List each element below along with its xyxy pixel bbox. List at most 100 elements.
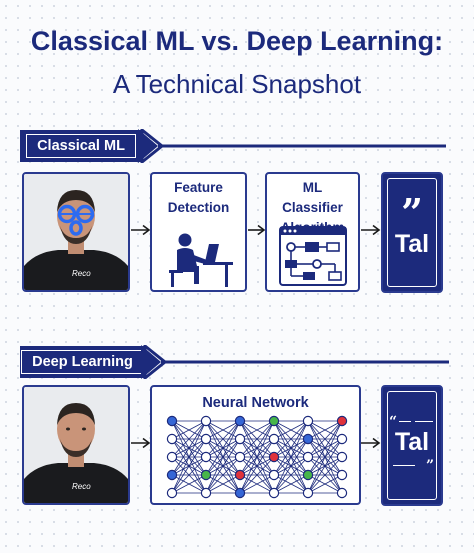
quote-icon: ” [401, 190, 423, 235]
network-node [200, 451, 212, 463]
page-subtitle: A Technical Snapshot [112, 69, 362, 99]
network-edge [205, 420, 241, 476]
network-node [268, 469, 280, 481]
deep-output-name: Tal [394, 428, 430, 456]
network-node [336, 469, 348, 481]
network-node [166, 433, 178, 445]
network-edge [205, 438, 241, 494]
face-landmark-icon [57, 204, 95, 236]
neural-network-label: Neural Network [202, 395, 309, 411]
network-node [166, 415, 178, 427]
network-node [166, 469, 178, 481]
person-portrait-image: Reco [24, 387, 128, 503]
arrow-photo-to-feature [131, 224, 151, 236]
network-edge [307, 420, 343, 476]
feature-detection-box: Feature Detection [150, 172, 247, 292]
arrow-network-to-output [361, 437, 381, 449]
network-edge [273, 420, 309, 476]
neural-network-graph [166, 415, 348, 499]
network-edge [171, 474, 207, 494]
classical-output-name: Tal [394, 230, 430, 258]
classical-ml-section-label: Classical ML [26, 134, 136, 158]
network-node [268, 487, 280, 499]
quote-line-right [415, 421, 433, 422]
network-edge [307, 420, 343, 458]
network-node [302, 415, 314, 427]
close-quote-icon: ” [425, 458, 434, 474]
network-node [200, 487, 212, 499]
network-edge [205, 420, 241, 458]
network-edge [307, 474, 343, 494]
network-node [234, 469, 246, 481]
network-edge [205, 420, 241, 494]
network-node [336, 487, 348, 499]
network-edge [239, 420, 275, 476]
network-edge [273, 474, 309, 494]
network-edge [273, 420, 309, 458]
network-node [234, 451, 246, 463]
network-edge [239, 456, 275, 494]
network-node [166, 487, 178, 499]
ml-classifier-box: ML Classifier Algorithm [265, 172, 360, 292]
network-node [234, 433, 246, 445]
person-portrait-image: Reco [24, 174, 128, 290]
deep-output-frame [387, 391, 437, 500]
classical-output-frame [387, 178, 437, 287]
network-node [268, 433, 280, 445]
arrow-classifier-to-output [361, 224, 381, 236]
network-edge [171, 420, 207, 494]
network-edge [171, 420, 207, 440]
network-edge [239, 420, 275, 440]
shirt-logo-text: Reco [72, 269, 91, 278]
classical-ml-section-arrow [138, 129, 446, 163]
shirt-logo-text: Reco [72, 482, 91, 491]
network-node [302, 469, 314, 481]
network-node [268, 415, 280, 427]
network-edge [273, 438, 309, 494]
deep-learning-section-label: Deep Learning [21, 350, 144, 374]
network-edge [171, 420, 207, 458]
neural-network-box: Neural Network [150, 385, 361, 505]
network-edge [171, 420, 207, 476]
network-node [302, 451, 314, 463]
deep-output-card: “ Tal ” [381, 385, 443, 506]
network-edge [205, 456, 241, 494]
flowchart-icon [279, 226, 347, 286]
network-node [302, 433, 314, 445]
arrow-photo-to-network [131, 437, 151, 449]
page-title: Classical ML vs. Deep Learning: [30, 26, 444, 56]
network-edge [273, 420, 309, 494]
quote-line-bottom [393, 465, 415, 466]
network-edge [205, 420, 241, 440]
network-node [336, 451, 348, 463]
arrow-feature-to-classifier [248, 224, 266, 236]
feature-detection-label: Feature Detection [167, 180, 230, 215]
network-node [200, 469, 212, 481]
network-edge [307, 420, 343, 494]
network-edge [239, 438, 275, 494]
network-edge [273, 420, 309, 440]
network-node [302, 487, 314, 499]
network-edge [239, 420, 275, 494]
network-edge [239, 474, 275, 494]
network-edge [171, 456, 207, 494]
network-edge [273, 456, 309, 494]
network-edge [307, 420, 343, 440]
classical-ml-section-tag: Classical ML [20, 130, 142, 162]
network-node [336, 433, 348, 445]
deep-learning-section-tag: Deep Learning [20, 346, 145, 378]
network-edge [239, 420, 275, 458]
network-node [234, 487, 246, 499]
person-photo-classical: Reco [22, 172, 130, 292]
network-edge [205, 474, 241, 494]
network-edge [307, 456, 343, 494]
deep-learning-section-arrow [141, 345, 449, 379]
open-quote-icon: “ [389, 414, 398, 430]
network-node [200, 415, 212, 427]
network-edge [307, 438, 343, 494]
network-node [166, 451, 178, 463]
quote-line-left [399, 421, 411, 422]
person-photo-deep: Reco [22, 385, 130, 505]
network-node [268, 451, 280, 463]
network-node [234, 415, 246, 427]
